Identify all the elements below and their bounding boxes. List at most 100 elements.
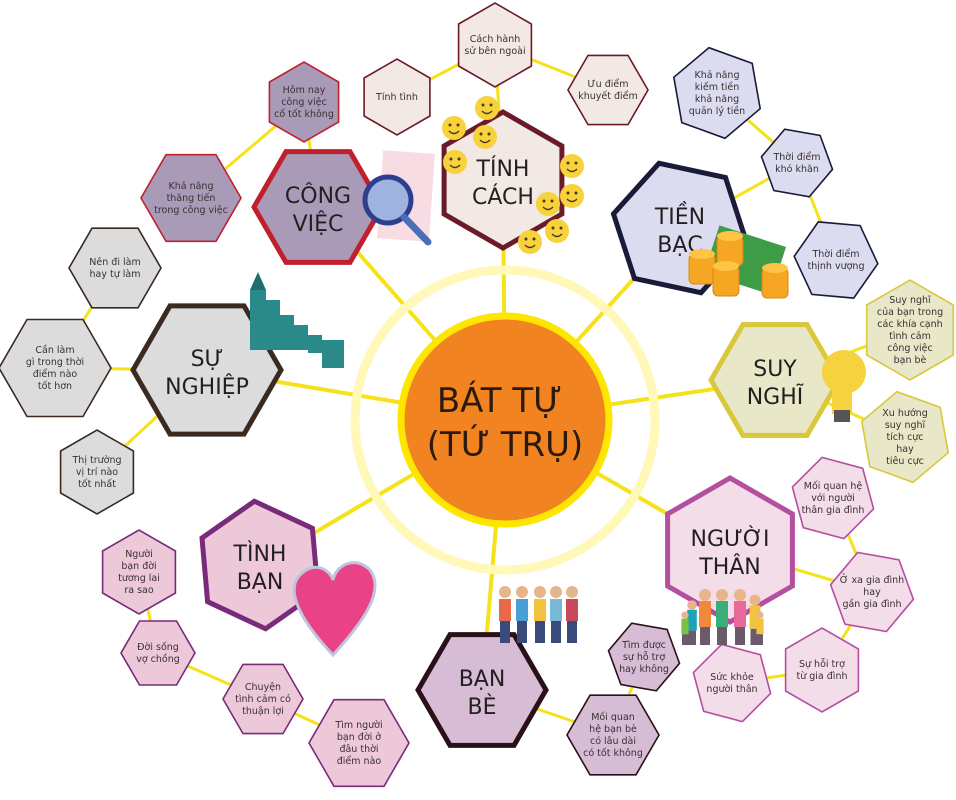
subtopic-hexagon	[308, 698, 410, 788]
subtopic-hexagon	[791, 456, 875, 540]
emoji-face-icon	[536, 192, 560, 216]
subtopic-label-line: từ gia đình	[797, 671, 848, 682]
category-hexagon	[415, 632, 549, 748]
subtopic-label-line: Sự hỗi trợ	[799, 659, 845, 670]
subtopic-hexagon	[457, 2, 533, 88]
subtopic-hexagon	[363, 58, 431, 136]
subtopic-tinh-cach[interactable]: Tính tình	[363, 58, 431, 136]
subtopic-label-line: ra sao	[124, 585, 154, 596]
subtopic-label-line: hay tự làm	[90, 269, 141, 280]
subtopic-label-line: tiêu cực	[886, 456, 924, 467]
friends-group-illustration	[499, 586, 578, 643]
subtopic-label-line: Xu hướng	[882, 408, 927, 419]
money-icon	[688, 225, 789, 299]
subtopic-label-line: công việc	[887, 343, 932, 354]
subtopic-label-line: với người	[811, 493, 855, 504]
subtopic-label-line: vợ chồng	[136, 654, 180, 665]
center-node[interactable]: BÁT TỰ (TỨ TRỤ)	[350, 265, 660, 575]
subtopic-hexagon	[222, 663, 304, 735]
subtopic-label-line: Mối quan hệ	[804, 481, 863, 492]
subtopic-label-line: Suy nghĩ	[889, 295, 931, 306]
subtopic-label-line: quản lý tiền	[689, 106, 745, 117]
subtopic-label-line: sự hỗ trợ	[623, 652, 665, 663]
subtopic-hexagon	[120, 620, 196, 686]
subtopic-label-line: gì trong thời	[26, 357, 84, 368]
subtopic-label-line: Ưu điểm	[588, 79, 629, 90]
category-label-line: NGHIỆP	[165, 374, 249, 400]
subtopic-label-line: Khả năng	[169, 181, 214, 192]
subtopic-label-line: hay	[896, 444, 914, 455]
subtopic-label-line: gần gia đình	[842, 599, 901, 610]
subtopic-label-line: khả năng	[695, 94, 739, 105]
subtopic-label-line: khuyết điểm	[578, 91, 638, 102]
emoji-face-icon	[560, 184, 584, 208]
subtopic-hexagon	[566, 694, 660, 776]
subtopic-label-line: Mối quan	[591, 712, 635, 723]
category-label-line: NGƯỜI	[691, 526, 770, 552]
subtopic-hexagon	[692, 643, 772, 723]
subtopic-label-line: điểm nào	[337, 756, 382, 767]
subtopic-label-line: vị trí nào	[76, 467, 118, 478]
subtopic-label-line: Đời sống	[137, 642, 179, 653]
emoji-face-icon	[442, 116, 466, 140]
subtopic-hexagon	[793, 221, 879, 299]
subtopic-label-line: của bạn trong	[877, 307, 943, 318]
subtopic-hexagon	[0, 318, 112, 418]
career-stairs-illustration	[250, 272, 344, 368]
category-label-line: TÍNH	[476, 156, 530, 182]
subtopic-hexagon	[268, 61, 340, 143]
subtopic-hexagon	[101, 529, 177, 615]
subtopic-label-line: cố tốt không	[274, 109, 334, 120]
subtopic-hexagon	[760, 128, 834, 198]
category-label-line: TÌNH	[233, 541, 287, 567]
subtopic-label-line: đâu thời	[339, 744, 378, 755]
emoji-face-icon	[443, 150, 467, 174]
subtopic-label-line: thịnh vượng	[808, 261, 865, 272]
subtopic-label-line: thăng tiến	[167, 193, 216, 204]
